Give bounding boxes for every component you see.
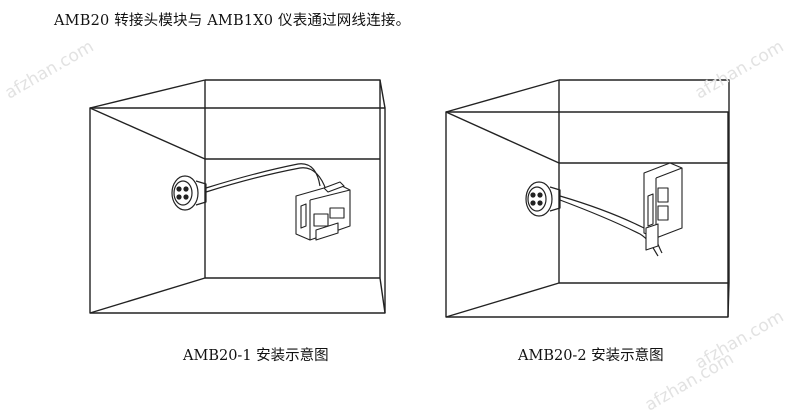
enclosure-drawing-1 bbox=[89, 79, 386, 314]
installation-diagram-2 bbox=[444, 78, 744, 318]
connector-icon bbox=[171, 175, 207, 211]
caption-figure-1: AMB20-1 安装示意图 bbox=[183, 348, 329, 364]
watermark: afzhan.com bbox=[1, 36, 98, 104]
intro-paragraph: AMB20 转接头模块与 AMB1X0 仪表通过网线连接。 bbox=[54, 13, 411, 29]
enclosure-drawing-2 bbox=[445, 79, 730, 318]
box-outer-frame bbox=[445, 111, 729, 318]
amb20-module-icon bbox=[643, 162, 683, 251]
box-outer-frame bbox=[89, 107, 386, 314]
caption-figure-2: AMB20-2 安装示意图 bbox=[518, 348, 664, 364]
installation-diagram-1 bbox=[88, 78, 388, 318]
connector-icon bbox=[525, 181, 561, 217]
amb20-module-icon bbox=[295, 181, 351, 241]
